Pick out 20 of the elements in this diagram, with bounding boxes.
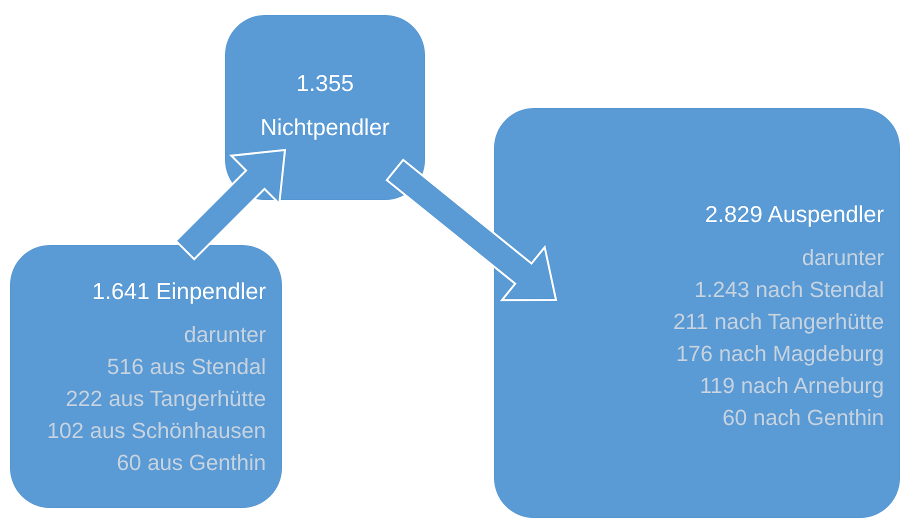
detail-text: 60 aus Genthin: [116, 449, 266, 477]
label-text: Nichtpendler: [260, 113, 390, 142]
block-arrow: [174, 148, 286, 261]
rounded-box: [494, 108, 900, 518]
detail-text: 60 nach Genthin: [722, 404, 884, 432]
detail-text: darunter: [802, 244, 884, 272]
block-arrow: [385, 158, 558, 302]
heading-text: 1.641 Einpendler: [92, 277, 266, 306]
detail-text: 211 nach Tangerhütte: [673, 308, 884, 336]
heading-text: 1.355: [296, 69, 354, 98]
detail-text: darunter: [184, 321, 266, 349]
detail-text: 1.243 nach Stendal: [694, 276, 884, 304]
rounded-box: [225, 15, 425, 200]
detail-text: 102 aus Schönhausen: [47, 417, 266, 445]
rounded-box: [10, 245, 282, 508]
detail-text: 176 nach Magdeburg: [676, 340, 884, 368]
detail-text: 119 nach Arneburg: [700, 372, 884, 400]
detail-text: 222 aus Tangerhütte: [66, 385, 266, 413]
detail-text: 516 aus Stendal: [106, 353, 266, 381]
heading-text: 2.829 Auspendler: [704, 200, 884, 229]
